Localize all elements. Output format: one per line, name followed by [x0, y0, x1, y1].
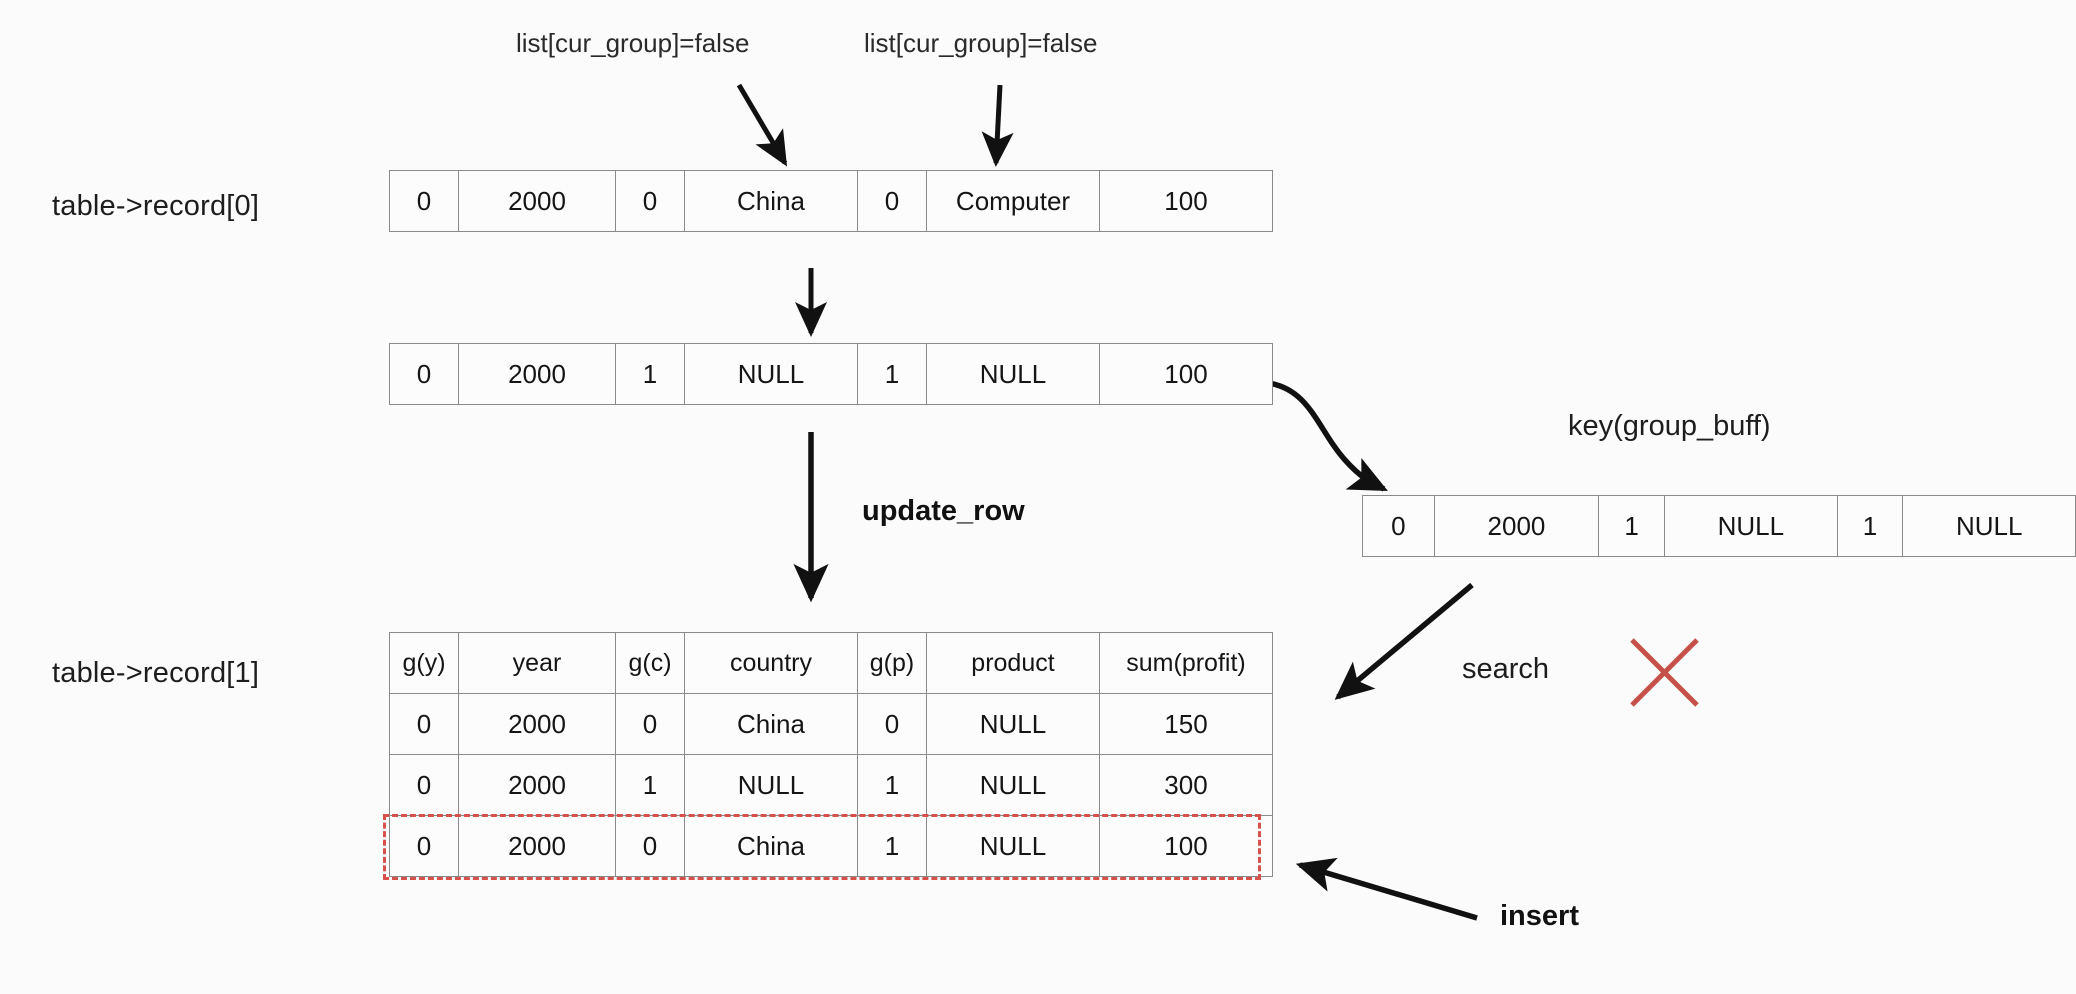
label-table-record-1: table->record[1] [52, 657, 260, 689]
cell-country: NULL [684, 754, 858, 816]
cell-product: NULL [926, 815, 1100, 877]
label-table-record-0: table->record[0] [52, 190, 260, 222]
cell-gy: 0 [389, 170, 459, 232]
cell-gc: 1 [615, 754, 685, 816]
header-country: country [684, 632, 858, 694]
record0-updated-row-table: 0 2000 1 NULL 1 NULL 100 [389, 343, 1273, 405]
cell-year: 2000 [458, 343, 616, 405]
arrow-to-key-group-buff-icon [1267, 380, 1388, 492]
cell-product: NULL [926, 343, 1100, 405]
cell-year: 2000 [458, 693, 616, 755]
cell-country: China [684, 815, 858, 877]
table-row-highlighted: 0 2000 0 China 1 NULL 100 [389, 815, 1273, 877]
cell-year: 2000 [1433, 495, 1600, 557]
table-row: 0 2000 1 NULL 1 NULL 300 [389, 754, 1273, 816]
cell-gc: 0 [615, 170, 685, 232]
cell-product: Computer [926, 170, 1100, 232]
label-update-row: update_row [862, 495, 1025, 527]
red-cross-icon [1630, 638, 1699, 707]
cell-gy: 0 [1362, 495, 1435, 557]
annotation-arrow-2-icon [981, 84, 1014, 167]
cell-gc: 1 [1598, 495, 1666, 557]
record0-table: 0 2000 0 China 0 Computer 100 [389, 170, 1273, 232]
cell-sum-profit: 150 [1099, 693, 1273, 755]
table-header-row: g(y) year g(c) country g(p) product sum(… [389, 632, 1273, 694]
header-gc: g(c) [615, 632, 685, 694]
header-gy: g(y) [389, 632, 459, 694]
record0-row-table: 0 2000 0 China 0 Computer 100 [389, 170, 1273, 232]
cell-gp: 1 [857, 815, 927, 877]
table-row: 0 2000 0 China 0 NULL 150 [389, 693, 1273, 755]
cell-country: NULL [1664, 495, 1838, 557]
cell-year: 2000 [458, 170, 616, 232]
header-year: year [458, 632, 616, 694]
cell-product: NULL [926, 693, 1100, 755]
cell-gc: 1 [615, 343, 685, 405]
table-row: 0 2000 1 NULL 1 NULL [1362, 495, 2076, 557]
cell-gy: 0 [389, 754, 459, 816]
header-product: product [926, 632, 1100, 694]
cell-year: 2000 [458, 754, 616, 816]
cell-gc: 0 [615, 815, 685, 877]
cell-sum-profit: 100 [1099, 815, 1273, 877]
cell-gp: 0 [857, 170, 927, 232]
cell-sum-profit: 100 [1099, 170, 1273, 232]
label-key-group-buff: key(group_buff) [1568, 410, 1771, 442]
label-insert: insert [1500, 900, 1579, 932]
cell-country: China [684, 693, 858, 755]
table-row: 0 2000 0 China 0 Computer 100 [389, 170, 1273, 232]
record0-updated-table: 0 2000 1 NULL 1 NULL 100 [389, 343, 1273, 405]
cell-product: NULL [1902, 495, 2076, 557]
key-group-buff-table: 0 2000 1 NULL 1 NULL [1362, 495, 2076, 557]
record1-table-wrap: g(y) year g(c) country g(p) product sum(… [389, 632, 1273, 877]
header-gp: g(p) [857, 632, 927, 694]
table-row: 0 2000 1 NULL 1 NULL 100 [389, 343, 1273, 405]
cell-year: 2000 [458, 815, 616, 877]
arrow-insert-icon [1295, 857, 1478, 921]
cell-sum-profit: 100 [1099, 343, 1273, 405]
annotation-arrow-1-icon [736, 83, 788, 167]
cell-gy: 0 [389, 693, 459, 755]
cell-country: China [684, 170, 858, 232]
annotation-list-cur-group-2: list[cur_group]=false [864, 28, 1098, 58]
label-search: search [1462, 653, 1550, 685]
cell-gc: 0 [615, 693, 685, 755]
arrow-search-icon [1334, 582, 1474, 700]
cell-gy: 0 [389, 815, 459, 877]
record1-table: g(y) year g(c) country g(p) product sum(… [389, 632, 1273, 877]
cell-gp: 0 [857, 693, 927, 755]
cell-gp: 1 [857, 343, 927, 405]
cell-product: NULL [926, 754, 1100, 816]
header-sum-profit: sum(profit) [1099, 632, 1273, 694]
key-group-buff-row-table: 0 2000 1 NULL 1 NULL [1362, 495, 2076, 557]
cell-sum-profit: 300 [1099, 754, 1273, 816]
cell-gp: 1 [1836, 495, 1904, 557]
annotation-list-cur-group-1: list[cur_group]=false [516, 28, 750, 58]
cell-gy: 0 [389, 343, 459, 405]
cell-gp: 1 [857, 754, 927, 816]
cell-country: NULL [684, 343, 858, 405]
